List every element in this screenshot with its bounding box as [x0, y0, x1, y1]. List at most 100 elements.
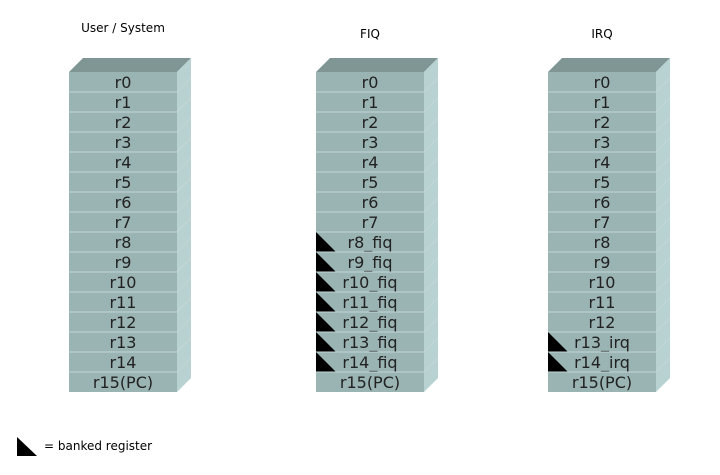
banked-marker-icon — [316, 292, 336, 312]
banked-marker-icon — [316, 272, 336, 292]
register-label: r6 — [362, 193, 379, 212]
register-side-divider — [423, 317, 439, 333]
register-side-divider — [655, 357, 671, 373]
banked-marker-icon — [316, 252, 336, 272]
register-label: r6 — [594, 193, 611, 212]
banked-marker-icon — [316, 352, 336, 372]
register-label: r8_fiq — [348, 233, 393, 253]
register-label: r4 — [362, 153, 379, 172]
mode-title: IRQ — [591, 27, 612, 41]
register-side-divider — [655, 197, 671, 213]
register-stack: FIQr0r1r2r3r4r5r6r7r8_fiqr9_fiqr10_fiqr1… — [316, 27, 439, 392]
register-side-divider — [176, 257, 192, 273]
register-stack: User / Systemr0r1r2r3r4r5r6r7r8r9r10r11r… — [69, 21, 192, 392]
register-cell: r6 — [69, 177, 192, 212]
register-label: r9_fiq — [348, 253, 393, 273]
register-cell: r1 — [69, 77, 192, 112]
register-cell: r2 — [548, 97, 671, 132]
register-label: r6 — [115, 193, 132, 212]
register-cell: r4 — [69, 137, 192, 172]
register-label: r7 — [594, 213, 611, 232]
register-side-divider — [655, 297, 671, 313]
register-label: r12 — [110, 313, 137, 332]
register-label: r2 — [594, 113, 611, 132]
register-cell: r9 — [69, 237, 192, 272]
register-label: r7 — [362, 213, 379, 232]
register-label: r15(PC) — [93, 373, 153, 392]
register-cell: r13_fiq — [316, 317, 439, 353]
register-side-divider — [423, 137, 439, 153]
register-label: r14_irq — [574, 353, 630, 373]
register-side-divider — [423, 357, 439, 373]
register-label: r1 — [362, 93, 379, 112]
register-side-divider — [176, 197, 192, 213]
register-side-divider — [423, 117, 439, 133]
register-cell: r10 — [69, 257, 192, 292]
register-label: r4 — [115, 153, 132, 172]
stack-top-face — [316, 58, 438, 72]
register-label: r13 — [110, 333, 137, 352]
mode-title: FIQ — [360, 27, 380, 41]
register-cell: r12_fiq — [316, 297, 439, 333]
mode-title: User / System — [81, 21, 165, 35]
register-label: r7 — [115, 213, 132, 232]
register-label: r9 — [115, 253, 132, 272]
register-cell: r14_fiq — [316, 337, 439, 373]
register-cell: r2 — [69, 97, 192, 132]
register-cell: r8 — [548, 217, 671, 252]
register-side-divider — [176, 157, 192, 173]
register-stack: IRQr0r1r2r3r4r5r6r7r8r9r10r11r12r13_irqr… — [548, 27, 671, 392]
register-label: r5 — [594, 173, 611, 192]
register-cell: r4 — [548, 137, 671, 172]
register-cell: r7 — [69, 197, 192, 232]
register-side-divider — [176, 177, 192, 193]
register-label: r12 — [589, 313, 616, 332]
register-side-divider — [423, 277, 439, 293]
register-label: r13_fiq — [342, 333, 397, 353]
register-side-divider — [423, 77, 439, 93]
register-label: r12_fiq — [342, 313, 397, 333]
register-cell: r6 — [548, 177, 671, 212]
register-cell: r0 — [362, 73, 379, 92]
register-side-divider — [176, 137, 192, 153]
banked-marker-icon — [316, 232, 336, 252]
register-cell: r7 — [316, 197, 439, 232]
register-cell: r15(PC) — [69, 357, 192, 392]
register-cell: r11 — [69, 277, 192, 312]
register-side-divider — [655, 317, 671, 333]
register-side-divider — [423, 237, 439, 253]
register-cell: r11 — [548, 277, 671, 312]
register-cell: r12 — [69, 297, 192, 332]
register-label: r14 — [110, 353, 137, 372]
register-side-divider — [423, 297, 439, 313]
register-side-divider — [655, 77, 671, 93]
register-side-divider — [423, 177, 439, 193]
register-cell: r6 — [316, 177, 439, 212]
register-label: r5 — [115, 173, 132, 192]
register-cell: r5 — [316, 157, 439, 192]
register-cell: r0 — [594, 73, 611, 92]
register-side-divider — [655, 337, 671, 353]
register-label: r3 — [594, 133, 611, 152]
register-cell: r9 — [548, 237, 671, 272]
register-cell: r3 — [548, 117, 671, 152]
register-label: r9 — [594, 253, 611, 272]
register-side-divider — [423, 157, 439, 173]
register-label: r0 — [362, 73, 379, 92]
register-cell: r12 — [548, 297, 671, 332]
register-label: r1 — [594, 93, 611, 112]
register-side-divider — [176, 97, 192, 113]
register-cell: r2 — [316, 97, 439, 132]
register-label: r3 — [115, 133, 132, 152]
register-label: r3 — [362, 133, 379, 152]
register-label: r4 — [594, 153, 611, 172]
stack-top-face — [548, 58, 670, 72]
register-label: r11_fiq — [342, 293, 397, 313]
register-side-divider — [176, 337, 192, 353]
register-cell: r10_fiq — [316, 257, 439, 293]
register-side-divider — [423, 97, 439, 113]
register-side-divider — [423, 197, 439, 213]
register-label: r2 — [362, 113, 379, 132]
stack-top-face — [69, 58, 191, 72]
